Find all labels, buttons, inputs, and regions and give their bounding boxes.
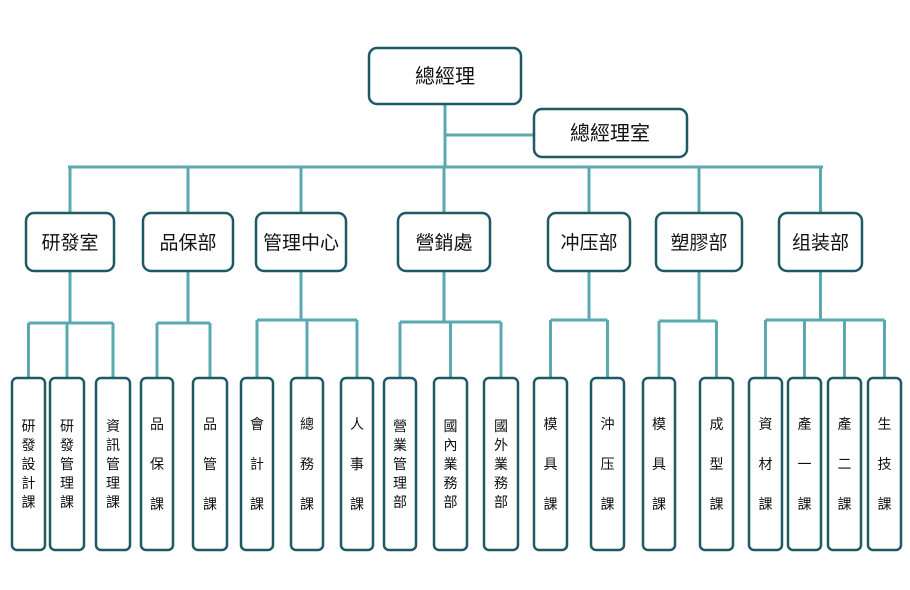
section-box	[866, 376, 903, 552]
section-label: 產二課	[838, 416, 852, 513]
section-label: 國外業務部	[494, 419, 508, 511]
dept-box	[546, 211, 632, 273]
dept-box	[141, 211, 235, 273]
section-box	[339, 376, 375, 552]
dept-box	[654, 211, 744, 273]
section-node: 研發管理課	[48, 376, 86, 552]
section-label: 國內業務部	[444, 419, 458, 511]
section-label: 資訊管理課	[106, 419, 120, 511]
section-node: 品保課	[139, 376, 175, 552]
section-label: 模具課	[544, 417, 558, 513]
dept-box	[254, 211, 348, 273]
section-box	[786, 376, 823, 552]
dept-box	[24, 211, 116, 273]
section-node: 人事課	[339, 376, 375, 552]
section-box	[747, 376, 784, 552]
section-label: 研發管理課	[60, 419, 74, 511]
dept-label: 冲压部	[560, 232, 617, 254]
section-box	[532, 376, 569, 552]
section-box	[289, 376, 325, 552]
section-box	[10, 376, 47, 552]
section-box	[432, 376, 469, 552]
section-node: 總務課	[289, 376, 325, 552]
section-label: 成型課	[710, 417, 724, 513]
ceo-node: 總經理	[367, 46, 523, 106]
section-box	[191, 376, 229, 552]
section-box	[139, 376, 175, 552]
section-node: 沖压課	[589, 376, 626, 552]
connector-lines	[27, 104, 886, 378]
section-box	[94, 376, 132, 552]
ceo-office-box	[532, 107, 689, 159]
section-node: 成型課	[698, 376, 735, 552]
section-box	[482, 376, 520, 552]
dept-label: 品保部	[159, 232, 216, 254]
section-label: 沖压課	[601, 417, 615, 513]
section-label: 品管課	[203, 417, 217, 513]
section-label: 人事課	[350, 417, 364, 513]
section-label: 品保課	[150, 417, 164, 513]
section-box	[698, 376, 735, 552]
section-label: 會計課	[250, 417, 264, 513]
dept-label: 塑膠部	[670, 232, 727, 254]
section-node: 模具課	[532, 376, 569, 552]
section-node: 產二課	[826, 376, 863, 552]
section-node: 生技課	[866, 376, 903, 552]
ceo-office-label: 總經理室	[570, 121, 650, 145]
section-label: 營業管理部	[393, 419, 407, 511]
section-label: 總務課	[300, 416, 314, 513]
section-node: 資訊管理課	[94, 376, 132, 552]
section-box	[48, 376, 86, 552]
dept-box	[396, 211, 492, 273]
dept-label: 營銷處	[415, 232, 472, 254]
ceo-office-node: 總經理室	[532, 107, 689, 159]
section-node: 國內業務部	[432, 376, 469, 552]
section-label: 研發設計課	[22, 419, 36, 511]
section-node: 營業管理部	[382, 376, 418, 552]
dept-label: 研發室	[41, 232, 98, 254]
section-node: 資材課	[747, 376, 784, 552]
dept-label: 管理中心	[263, 232, 339, 254]
section-box	[239, 376, 275, 552]
ceo-label: 總經理	[415, 64, 475, 88]
section-label: 模具課	[652, 417, 666, 513]
dept-label: 组装部	[792, 232, 849, 254]
section-box	[826, 376, 863, 552]
section-node: 模具課	[641, 376, 677, 552]
section-box	[382, 376, 418, 552]
section-node: 國外業務部	[482, 376, 520, 552]
section-label: 產一課	[798, 416, 812, 513]
section-label: 生技課	[878, 417, 892, 513]
dept-box	[777, 211, 864, 273]
section-box	[589, 376, 626, 552]
section-label: 資材課	[759, 417, 773, 513]
ceo-box	[367, 46, 523, 106]
section-node: 品管課	[191, 376, 229, 552]
section-node: 研發設計課	[10, 376, 47, 552]
section-node: 會計課	[239, 376, 275, 552]
section-node: 產一課	[786, 376, 823, 552]
section-box	[641, 376, 677, 552]
